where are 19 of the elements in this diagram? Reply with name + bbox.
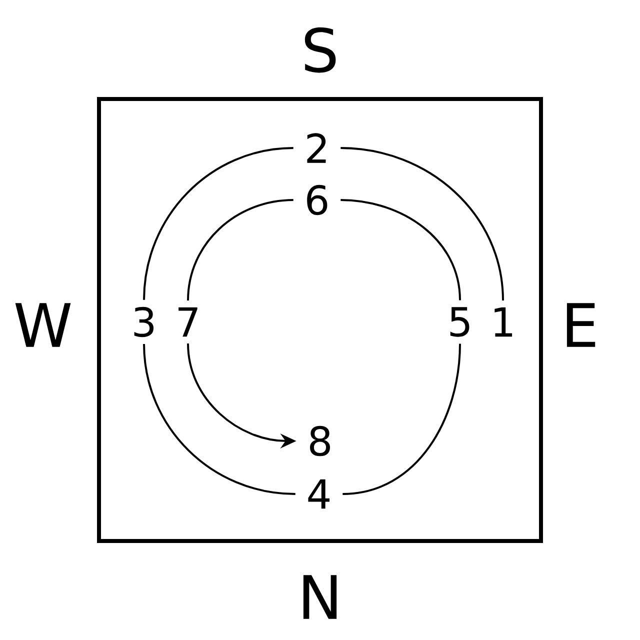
- step-number: 5: [450, 307, 470, 337]
- step-number: 8: [310, 426, 330, 456]
- step-number: 1: [494, 307, 512, 337]
- step-number: 7: [178, 307, 198, 337]
- step-number: 3: [134, 306, 154, 338]
- step-number: 6: [307, 184, 328, 216]
- square-frame: [97, 97, 543, 543]
- compass-letter: W: [15, 303, 71, 347]
- step-number: 4: [308, 479, 330, 509]
- step-number: 2: [307, 133, 326, 163]
- curved-line: [143, 147, 294, 300]
- curved-line: [340, 199, 461, 300]
- compass-letter: E: [566, 303, 596, 347]
- compass-letter: S: [304, 27, 336, 73]
- curved-line: [342, 344, 461, 495]
- curved-line: [187, 199, 294, 301]
- curved-line: [340, 147, 504, 301]
- curved-line: [143, 344, 296, 495]
- compass-letter: N: [303, 575, 337, 619]
